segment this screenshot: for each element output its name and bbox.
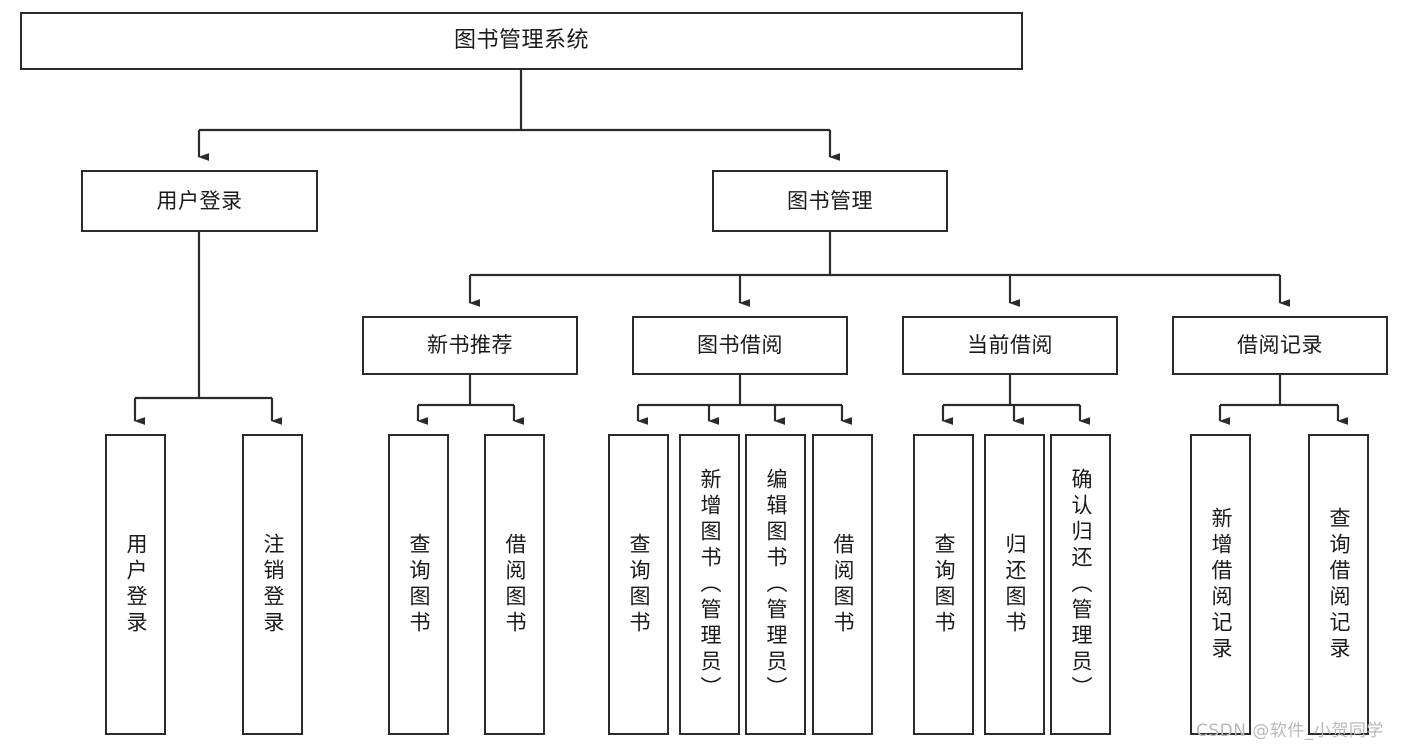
node-leaf-add-book[interactable]: 新增图书（管理员） (679, 434, 740, 735)
node-leaf-user-login-label: 用户登录 (124, 532, 148, 637)
node-leaf-edit-book-label: 编辑图书（管理员） (764, 467, 788, 702)
node-leaf-query-record-label: 查询借阅记录 (1327, 506, 1351, 663)
node-book-borrow[interactable]: 图书借阅 (632, 316, 848, 375)
node-leaf-borrow-book-1[interactable]: 借阅图书 (484, 434, 545, 735)
node-leaf-return-book[interactable]: 归还图书 (984, 434, 1045, 735)
node-current-borrow-label: 当前借阅 (967, 333, 1053, 358)
node-user-login[interactable]: 用户登录 (81, 170, 318, 232)
node-borrow-record-label: 借阅记录 (1237, 333, 1323, 358)
node-leaf-add-record[interactable]: 新增借阅记录 (1190, 434, 1251, 735)
node-leaf-add-book-label: 新增图书（管理员） (698, 467, 722, 702)
node-user-login-label: 用户登录 (156, 188, 243, 213)
node-leaf-borrow-book-1-label: 借阅图书 (503, 532, 527, 637)
node-borrow-record[interactable]: 借阅记录 (1172, 316, 1388, 375)
node-leaf-borrow-book-2[interactable]: 借阅图书 (812, 434, 873, 735)
node-leaf-query-record[interactable]: 查询借阅记录 (1308, 434, 1369, 735)
node-leaf-user-logout[interactable]: 注销登录 (242, 434, 303, 735)
node-new-book-recommend[interactable]: 新书推荐 (362, 316, 578, 375)
node-leaf-query-book-1-label: 查询图书 (407, 532, 431, 637)
node-book-borrow-label: 图书借阅 (697, 333, 783, 358)
node-leaf-query-book-2[interactable]: 查询图书 (608, 434, 669, 735)
node-leaf-confirm-return[interactable]: 确认归还（管理员） (1050, 434, 1111, 735)
node-book-manage[interactable]: 图书管理 (712, 170, 948, 232)
node-leaf-return-book-label: 归还图书 (1003, 532, 1027, 637)
node-root[interactable]: 图书管理系统 (20, 12, 1023, 70)
node-leaf-query-book-3[interactable]: 查询图书 (913, 434, 974, 735)
node-leaf-user-login[interactable]: 用户登录 (105, 434, 166, 735)
node-current-borrow[interactable]: 当前借阅 (902, 316, 1118, 375)
node-leaf-borrow-book-2-label: 借阅图书 (831, 532, 855, 637)
node-root-label: 图书管理系统 (453, 28, 589, 54)
node-book-manage-label: 图书管理 (787, 188, 873, 213)
node-leaf-confirm-return-label: 确认归还（管理员） (1069, 467, 1093, 702)
node-leaf-user-logout-label: 注销登录 (261, 532, 285, 637)
csdn-watermark: CSDN @软件_小贺同学 (1196, 721, 1384, 741)
node-leaf-query-book-2-label: 查询图书 (627, 532, 651, 637)
node-leaf-add-record-label: 新增借阅记录 (1209, 506, 1233, 663)
node-new-book-recommend-label: 新书推荐 (427, 333, 513, 358)
node-leaf-query-book-3-label: 查询图书 (932, 532, 956, 637)
node-leaf-query-book-1[interactable]: 查询图书 (388, 434, 449, 735)
node-leaf-edit-book[interactable]: 编辑图书（管理员） (745, 434, 806, 735)
